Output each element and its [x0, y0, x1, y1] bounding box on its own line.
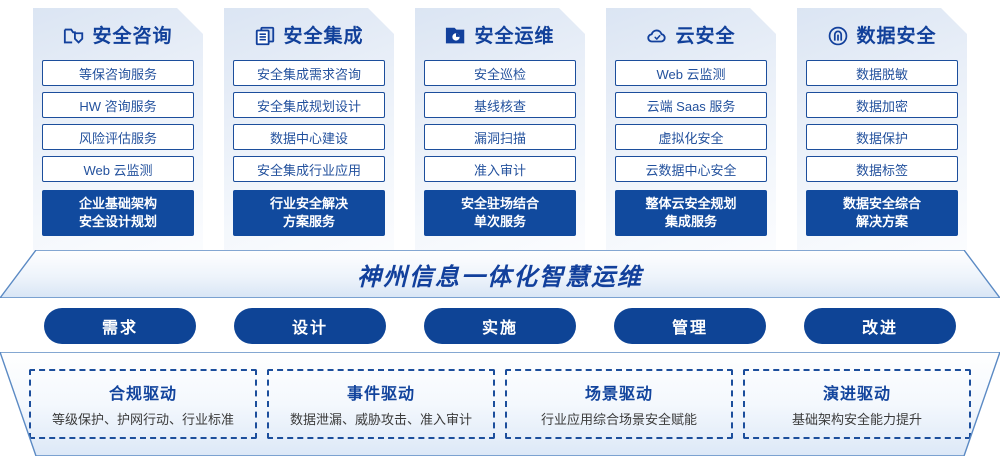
pillar-item[interactable]: 漏洞扫描 [424, 124, 576, 150]
platform-banner-outline [0, 250, 1000, 298]
pillar-item[interactable]: 数据脱敏 [806, 60, 958, 86]
pillar-item[interactable]: 数据加密 [806, 92, 958, 118]
pillar-item[interactable]: Web 云监测 [615, 60, 767, 86]
pillar-highlight[interactable]: 整体云安全规划 集成服务 [615, 190, 767, 236]
pillar-title: 安全运维 [474, 25, 555, 47]
pillar-highlight-line1: 行业安全解决 [269, 196, 348, 212]
pillar-item[interactable]: 数据标签 [806, 156, 958, 182]
pillar-title: 安全咨询 [92, 25, 173, 47]
pillar-highlight-line2: 安全设计规划 [78, 214, 157, 229]
pillar-highlight-line2: 集成服务 [664, 214, 717, 229]
pillar-highlight-line2: 单次服务 [473, 214, 526, 229]
pillar-highlight[interactable]: 企业基础架构 安全设计规划 [42, 190, 194, 236]
pillar-highlight[interactable]: 安全驻场结合 单次服务 [424, 190, 576, 236]
stage-pill-management[interactable]: 管理 [614, 308, 766, 344]
pillar-highlight-line2: 方案服务 [282, 214, 335, 229]
pillar-item[interactable]: 安全巡检 [424, 60, 576, 86]
stage-pill-improvement[interactable]: 改进 [804, 308, 956, 344]
pillar-card-row: 安全咨询 等保咨询服务 HW 咨询服务 风险评估服务 Web 云监测 企业基础架… [0, 8, 1000, 258]
driver-title: 场景驱动 [584, 386, 653, 403]
driver-card-evolution[interactable]: 演进驱动 基础架构安全能力提升 [743, 369, 971, 439]
pillar-highlight-line2: 解决方案 [855, 214, 908, 229]
platform-banner: 神州信息一体化智慧运维 [0, 250, 1000, 298]
cloud-check-icon [646, 25, 668, 47]
lifecycle-stage-row: 需求 设计 实施 管理 改进 [0, 308, 1000, 346]
driver-title: 事件驱动 [346, 386, 415, 403]
pillar-header: 数据安全 [806, 16, 958, 56]
driver-title: 演进驱动 [822, 386, 891, 403]
pillar-header: 安全运维 [424, 16, 576, 56]
pillar-highlight-line1: 安全驻场结合 [460, 196, 539, 212]
pillar-card-security-consulting[interactable]: 安全咨询 等保咨询服务 HW 咨询服务 风险评估服务 Web 云监测 企业基础架… [33, 8, 203, 251]
pillar-header: 云安全 [615, 16, 767, 56]
driver-card-scenario[interactable]: 场景驱动 行业应用综合场景安全赋能 [505, 369, 733, 439]
pillar-item[interactable]: Web 云监测 [42, 156, 194, 182]
pillar-card-security-integration[interactable]: 安全集成 安全集成需求咨询 安全集成规划设计 数据中心建设 安全集成行业应用 行… [224, 8, 394, 251]
pillar-item[interactable]: 安全集成行业应用 [233, 156, 385, 182]
pillar-item[interactable]: 虚拟化安全 [615, 124, 767, 150]
fingerprint-icon [827, 25, 849, 47]
pillar-highlight[interactable]: 行业安全解决 方案服务 [233, 190, 385, 236]
pillar-item[interactable]: 云数据中心安全 [615, 156, 767, 182]
folder-shield-icon [63, 25, 85, 47]
pillar-item[interactable]: 数据保护 [806, 124, 958, 150]
pillar-highlight-line1: 企业基础架构 [78, 196, 157, 212]
pillar-highlight[interactable]: 数据安全综合 解决方案 [806, 190, 958, 236]
stage-pill-requirements[interactable]: 需求 [44, 308, 196, 344]
pillar-title: 安全集成 [283, 25, 364, 47]
pillar-title: 数据安全 [856, 25, 937, 47]
pillar-item[interactable]: 风险评估服务 [42, 124, 194, 150]
driver-card-incident[interactable]: 事件驱动 数据泄漏、威胁攻击、准入审计 [267, 369, 495, 439]
pillar-card-cloud-security[interactable]: 云安全 Web 云监测 云端 Saas 服务 虚拟化安全 云数据中心安全 整体云… [606, 8, 776, 251]
pillar-title: 云安全 [675, 25, 736, 47]
driver-title: 合规驱动 [108, 386, 177, 403]
driver-subtitle: 数据泄漏、威胁攻击、准入审计 [289, 412, 472, 427]
pillar-card-data-security[interactable]: 数据安全 数据脱敏 数据加密 数据保护 数据标签 数据安全综合 解决方案 [797, 8, 967, 251]
pillar-highlight-line1: 数据安全综合 [842, 196, 921, 212]
pillar-item[interactable]: 等保咨询服务 [42, 60, 194, 86]
pillar-item[interactable]: 基线核查 [424, 92, 576, 118]
stage-pill-implementation[interactable]: 实施 [424, 308, 576, 344]
pillar-card-security-operations[interactable]: 安全运维 安全巡检 基线核查 漏洞扫描 准入审计 安全驻场结合 单次服务 [415, 8, 585, 251]
driver-subtitle: 基础架构安全能力提升 [791, 412, 922, 427]
platform-banner-title: 神州信息一体化智慧运维 [357, 263, 643, 291]
driver-subtitle: 行业应用综合场景安全赋能 [540, 412, 697, 427]
pillar-header: 安全集成 [233, 16, 385, 56]
driver-card-compliance[interactable]: 合规驱动 等级保护、护网行动、行业标准 [29, 369, 257, 439]
pillar-item[interactable]: HW 咨询服务 [42, 92, 194, 118]
stacked-documents-icon [254, 25, 276, 47]
pillar-item[interactable]: 准入审计 [424, 156, 576, 182]
pillar-item[interactable]: 安全集成规划设计 [233, 92, 385, 118]
driver-subtitle: 等级保护、护网行动、行业标准 [51, 412, 234, 427]
pillar-item[interactable]: 数据中心建设 [233, 124, 385, 150]
drivers-panel-outline [0, 352, 1000, 456]
monitor-chart-icon [445, 25, 467, 47]
drivers-panel: 合规驱动 等级保护、护网行动、行业标准 事件驱动 数据泄漏、威胁攻击、准入审计 … [0, 352, 1000, 456]
pillar-item[interactable]: 云端 Saas 服务 [615, 92, 767, 118]
stage-pill-design[interactable]: 设计 [234, 308, 386, 344]
pillar-header: 安全咨询 [42, 16, 194, 56]
pillar-highlight-line1: 整体云安全规划 [645, 196, 737, 212]
pillar-item[interactable]: 安全集成需求咨询 [233, 60, 385, 86]
